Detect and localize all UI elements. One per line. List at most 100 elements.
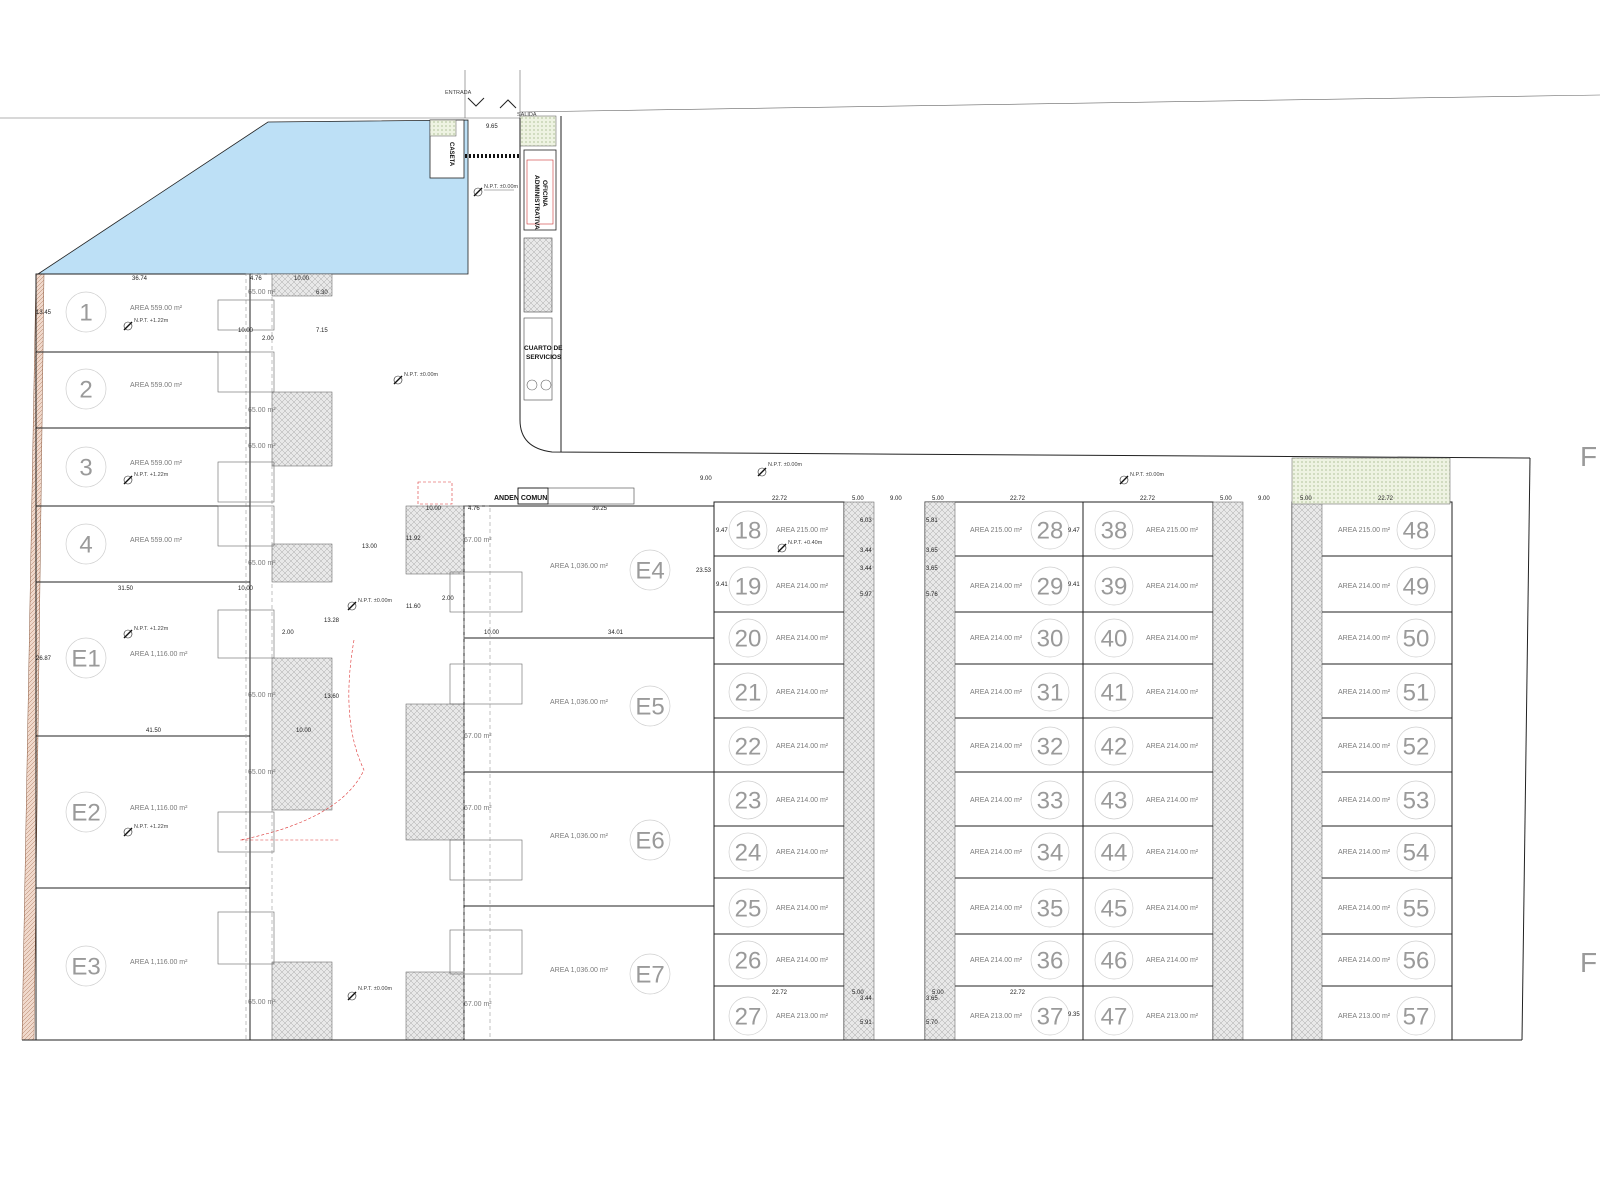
lot-area: AREA 559.00 m² [130, 382, 183, 389]
dim-text: 23.53 [696, 568, 712, 574]
small-area: 65.00 m² [248, 443, 276, 450]
lot-number: 33 [1037, 788, 1064, 815]
lot-number: 54 [1403, 840, 1430, 867]
dim-text: 5.76 [926, 592, 938, 598]
dim-text: 3.44 [860, 996, 872, 1002]
lot-number: 42 [1101, 734, 1128, 761]
lot-number: 47 [1101, 1004, 1128, 1031]
lot-number-circle [1030, 940, 1070, 980]
lot-area: AREA 213.00 m² [1146, 1013, 1199, 1020]
lot-number: 32 [1037, 734, 1064, 761]
lot-number: E6 [635, 828, 664, 855]
lot-number-circle [728, 566, 768, 606]
lot-number-circle [1094, 672, 1134, 712]
lot-number-circle [1396, 940, 1436, 980]
lot-number: 35 [1037, 896, 1064, 923]
dim-text: 10.00 [294, 276, 310, 282]
lot-area: AREA 214.00 m² [1146, 957, 1199, 964]
dim-text: 5.00 [1220, 496, 1232, 502]
lot-area: AREA 559.00 m² [130, 537, 183, 544]
lot-number-circle [1030, 566, 1070, 606]
entrada-label: ENTRADA [445, 90, 472, 96]
lot-number-circle [1396, 832, 1436, 872]
lot-number: 51 [1403, 680, 1430, 707]
dim-text: 39.25 [592, 506, 608, 512]
lot-number-circle [65, 523, 107, 565]
lot-number-circle [65, 637, 107, 679]
lot-area: AREA 214.00 m² [1146, 689, 1199, 696]
dim-text: 22.72 [1010, 496, 1026, 502]
lot-number: 3 [79, 455, 92, 482]
salida-label: SALIDA [517, 112, 537, 118]
level-marker: N.P.T. ±0.00m [347, 598, 393, 611]
lot-28: 28 AREA 215.00 m² [970, 510, 1070, 550]
dim-text: 10.00 [238, 328, 254, 334]
dim-text: 11.92 [406, 536, 421, 542]
dim-text: 5.00 [932, 496, 944, 502]
lot-area: AREA 214.00 m² [1338, 957, 1391, 964]
level-marker: N.P.T. ±0.00m [347, 986, 393, 1001]
lot-area: AREA 559.00 m² [130, 305, 183, 312]
level-marker: N.P.T. +1.22m [123, 318, 169, 331]
lot-number-circle [65, 791, 107, 833]
lot-number-circle [629, 685, 671, 727]
level-marker: N.P.T. ±0.00m [1119, 472, 1165, 485]
level-marker: N.P.T. +0.40m [777, 540, 823, 553]
svg-text:N.P.T. +1.22m: N.P.T. +1.22m [134, 318, 169, 324]
lot-number: 28 [1037, 518, 1064, 545]
lot-number: 25 [735, 896, 762, 923]
lot-number-circle [65, 945, 107, 987]
lot-number: 2 [79, 377, 92, 404]
lot-number-circle [1396, 996, 1436, 1036]
lot-area: AREA 214.00 m² [1338, 849, 1391, 856]
level-marker: N.P.T. ±0.00m [393, 372, 439, 385]
lot-number-circle [728, 510, 768, 550]
lot-area: AREA 214.00 m² [1146, 905, 1199, 912]
lot-number: 41 [1101, 680, 1128, 707]
lot-number-circle [728, 832, 768, 872]
lot-number-circle [728, 672, 768, 712]
dim-text: 22.72 [1140, 496, 1156, 502]
lot-area: AREA 214.00 m² [776, 583, 829, 590]
lot-number-circle [1030, 888, 1070, 928]
lot-number-circle [728, 888, 768, 928]
lot-area: AREA 214.00 m² [776, 743, 829, 750]
truck-path [239, 639, 365, 841]
lot-37: 37 AREA 213.00 m² [970, 996, 1070, 1036]
lot-number: E7 [635, 962, 664, 989]
small-area: 65.00 m² [248, 407, 276, 414]
lot-number-circle [1030, 780, 1070, 820]
lot-area: AREA 215.00 m² [970, 527, 1023, 534]
lot-number: 39 [1101, 574, 1128, 601]
level-marker: N.P.T. +1.22m [123, 824, 169, 837]
dim-text: 26.87 [36, 656, 52, 662]
dim-text: 36.74 [132, 276, 148, 282]
lot-area: AREA 214.00 m² [970, 797, 1023, 804]
dim-text: 5.00 [852, 990, 864, 996]
lot-number-circle [1030, 832, 1070, 872]
lot-number: 23 [735, 788, 762, 815]
lot-number: 37 [1037, 1004, 1064, 1031]
dim-text: 10.00 [426, 506, 442, 512]
small-area: 67.00 m² [464, 537, 492, 544]
small-area: 65.00 m² [248, 560, 276, 567]
lot-number: 38 [1101, 518, 1128, 545]
lot-number: 26 [735, 948, 762, 975]
lot-area: AREA 213.00 m² [970, 1013, 1023, 1020]
